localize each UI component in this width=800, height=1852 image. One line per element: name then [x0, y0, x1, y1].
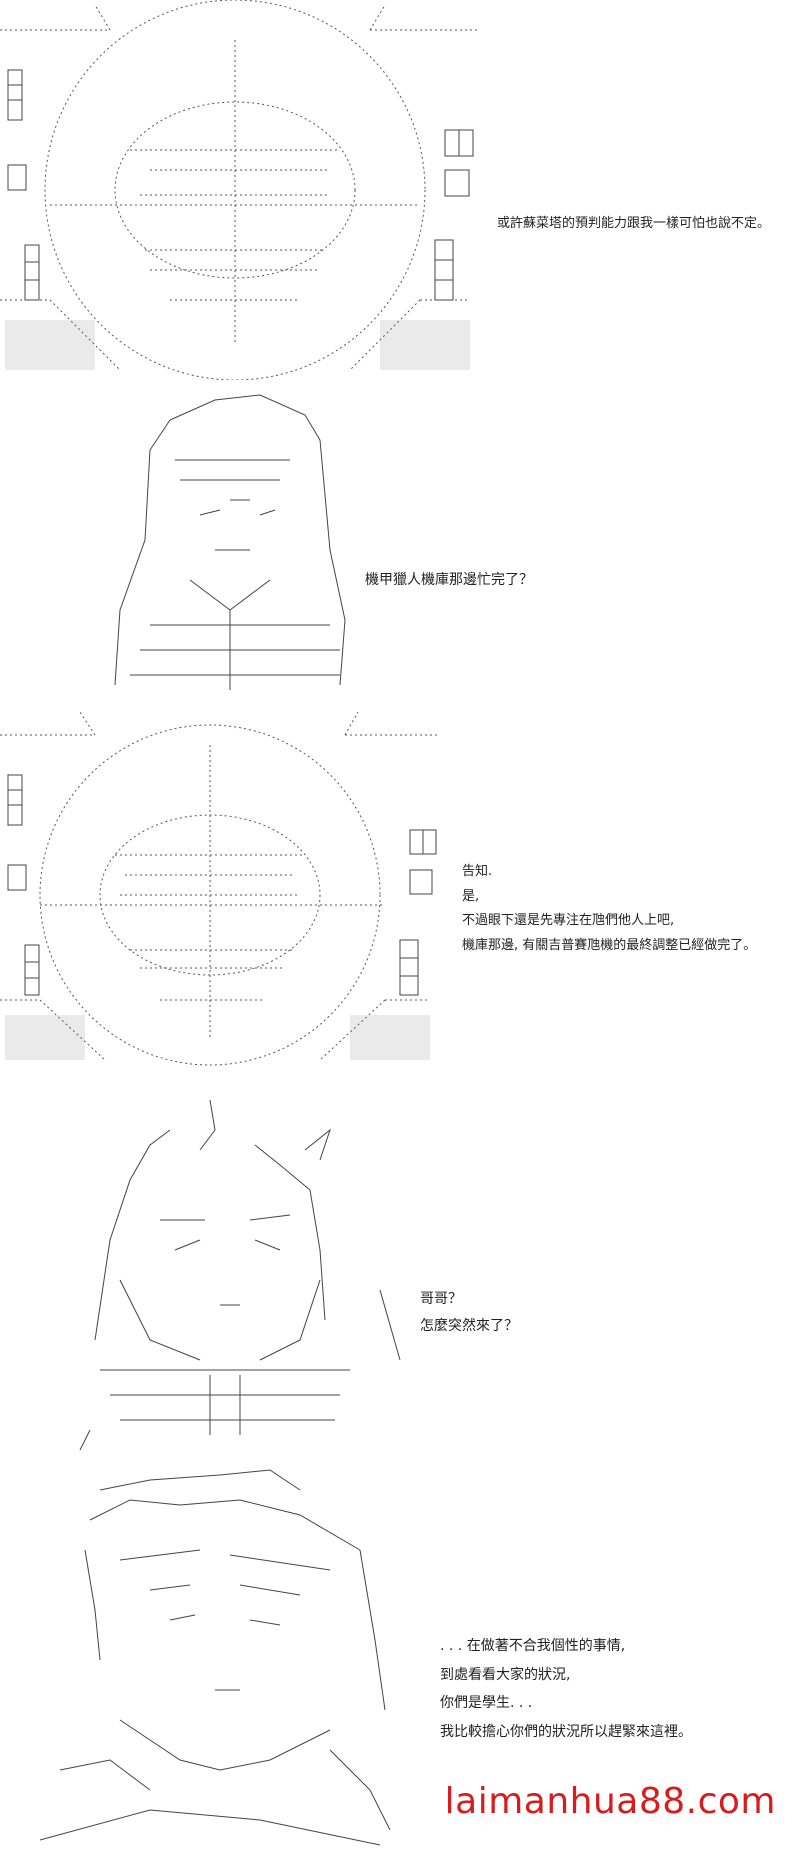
- hooded-figure-art: [0, 380, 480, 710]
- dialogue-line: 是,: [462, 888, 480, 904]
- scope-reticle-art: [0, 0, 480, 380]
- dialogue-3: 告知. 是, 不過眼下還是先專注在虺們他人上吧, 機庫那邊, 有關吉普賽虺機的最…: [462, 860, 756, 959]
- dialogue-line: 我比較擔心你們的狀況所以趕緊來這裡。: [440, 1724, 692, 1741]
- dialogue-line: 怎麼突然來了？: [420, 1317, 518, 1334]
- panel-3: 告知. 是, 不過眼下還是先專注在虺們他人上吧, 機庫那邊, 有關吉普賽虺機的最…: [0, 710, 800, 1090]
- girl-face-art: [0, 1090, 480, 1460]
- dialogue-line: 告知.: [462, 864, 493, 879]
- panel-2: 機甲獵人機庫那邊忙完了？: [0, 380, 800, 710]
- panel-1: 或許蘇菜塔的預判能力跟我一樣可怕也說不定。: [0, 0, 800, 380]
- watermark: laimanhua88.com: [444, 1781, 776, 1822]
- dialogue-line: 機庫那邊, 有關吉普賽虺機的最終調整已經做完了。: [462, 938, 757, 954]
- scope-reticle-art: [0, 710, 480, 1090]
- panel-5: . . . 在做著不合我個性的事情, 到處看看大家的狀況, 你們是學生. . .…: [0, 1460, 800, 1852]
- dialogue-line: 到處看看大家的狀況,: [440, 1666, 571, 1683]
- panel-4: 哥哥？ 怎麼突然來了？: [0, 1090, 800, 1460]
- dialogue-line: 或許蘇菜塔的預判能力跟我一樣可怕也說不定。: [497, 216, 771, 231]
- boy-face-art: [0, 1460, 420, 1852]
- dialogue-1: 或許蘇菜塔的預判能力跟我一樣可怕也說不定。: [497, 212, 770, 237]
- dialogue-line: 不過眼下還是先專注在虺們他人上吧,: [462, 913, 675, 929]
- dialogue-line: . . . 在做著不合我個性的事情,: [440, 1638, 626, 1654]
- dialogue-5: . . . 在做著不合我個性的事情, 到處看看大家的狀況, 你們是學生. . .…: [440, 1632, 692, 1747]
- dialogue-line: 你們是學生. . .: [440, 1695, 533, 1712]
- dialogue-line: 哥哥？: [420, 1291, 462, 1307]
- dialogue-2: 機甲獵人機庫那邊忙完了？: [365, 567, 533, 594]
- dialogue-line: 機甲獵人機庫那邊忙完了？: [365, 572, 533, 588]
- dialogue-4: 哥哥？ 怎麼突然來了？: [420, 1286, 518, 1339]
